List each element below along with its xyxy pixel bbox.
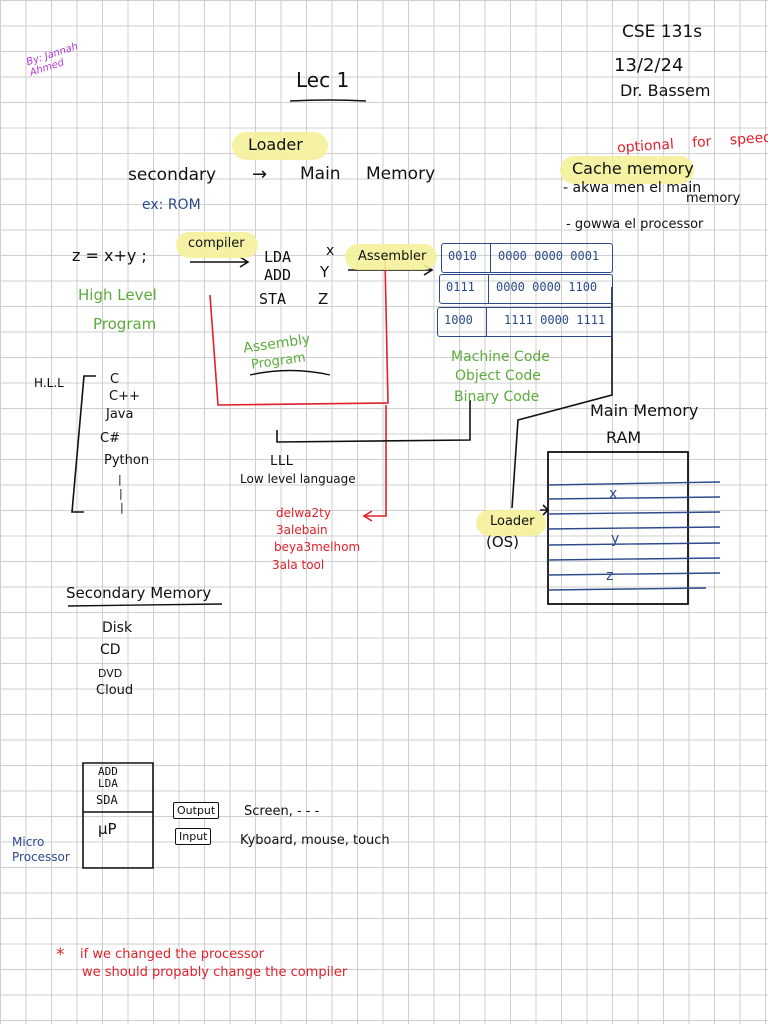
hll-item-cpp: C++: [109, 389, 140, 404]
machine-address: 0000 0000 1100: [496, 280, 598, 294]
cache-bullet-1-cont: memory: [686, 191, 741, 206]
asm-operand-1: x: [326, 243, 335, 259]
machine-address: 1111 0000 1111: [504, 313, 606, 327]
mp-instruction-1: ADD: [98, 765, 118, 778]
asm-line-2: ADD: [264, 266, 292, 284]
author-signature: By: Jannah Ahmed: [25, 41, 80, 79]
mp-symbol: μP: [98, 820, 117, 838]
asm-line-3: STA: [259, 290, 287, 308]
page-title: Lec 1: [296, 68, 350, 92]
ram-cell-x: x: [609, 486, 618, 502]
red-note-4: 3ala tool: [272, 558, 325, 572]
compiler-highlight: [176, 232, 258, 258]
machine-address: 0000 0000 0001: [498, 249, 600, 263]
output-description: Screen, - - -: [244, 804, 320, 819]
hll-item-more-1: |: [118, 473, 122, 486]
lll-full: Low level language: [240, 472, 356, 486]
hll-item-c: C: [110, 372, 120, 387]
arrow-right-icon: →: [252, 164, 268, 185]
ram-cell-y: y: [611, 531, 620, 547]
course-code: CSE 131s: [622, 22, 703, 42]
machine-code-row-2: 0111 0000 0000 1100: [439, 274, 613, 304]
machine-opcode: 1000: [444, 313, 473, 327]
machine-opcode: 0010: [448, 249, 477, 263]
cache-highlight: [560, 156, 694, 184]
machine-opcode: 0111: [446, 280, 475, 294]
mp-instruction-2: LDA: [98, 777, 118, 790]
lll-label: LLL: [270, 454, 294, 469]
red-note-1: delwa2ty: [276, 506, 331, 520]
loader-os-label: Loader: [490, 514, 535, 529]
assembler-highlight: [345, 244, 437, 270]
cache-bullet-1: - akwa men el main: [563, 180, 702, 196]
micro-label: Micro: [12, 835, 45, 849]
hll-item-python: Python: [104, 453, 150, 468]
cache-bullet-2: - gowwa el processor: [566, 217, 704, 232]
ram-label: RAM: [606, 428, 642, 447]
red-note-3: beya3melhom: [274, 540, 361, 554]
hll-statement: z = x+y ;: [72, 246, 147, 265]
cache-memory-title: Cache memory: [572, 159, 694, 178]
compiler-label: compiler: [188, 236, 245, 251]
machine-code-row-3: 1000 1111 0000 1111: [437, 307, 613, 337]
hll-item-more-2: |: [119, 487, 123, 500]
program-caption: Program: [93, 315, 157, 333]
hll-list-label: H.L.L: [34, 376, 64, 390]
main-memory-label: Main Memory: [300, 164, 436, 184]
output-box: Output: [173, 802, 220, 819]
secondary-item-disk: Disk: [102, 620, 133, 636]
secondary-item-dvd: DVD: [98, 667, 123, 680]
machine-code-row-1: 0010 0000 0000 0001: [441, 243, 613, 273]
rom-example: ex: ROM: [142, 197, 201, 213]
loader-os-sub: (OS): [486, 533, 520, 551]
secondary-label: secondary: [128, 165, 217, 185]
processor-label: Processor: [12, 850, 70, 864]
asm-line-1: LDA: [264, 248, 292, 266]
mp-instruction-3: SDA: [96, 793, 118, 807]
main-memory-title: Main Memory: [590, 401, 699, 420]
cache-optional-note: optional for speed: [616, 129, 768, 157]
secondary-memory-title: Secondary Memory: [66, 584, 212, 602]
hll-item-java: Java: [106, 407, 134, 422]
input-box: Input: [175, 828, 212, 845]
footnote-line-1: if we changed the processor: [80, 947, 265, 962]
machine-code-caption: Machine Code: [451, 349, 550, 365]
high-level-caption: High Level: [78, 286, 157, 304]
assembler-label: Assembler: [358, 249, 427, 264]
secondary-item-cd: CD: [100, 642, 121, 658]
ram-cell-z: z: [606, 568, 614, 584]
hll-item-csharp: C#: [100, 431, 120, 446]
red-note-2: 3alebain: [276, 523, 328, 537]
footnote-star: *: [56, 945, 65, 965]
input-description: Kyboard, mouse, touch: [240, 833, 390, 848]
secondary-item-cloud: Cloud: [96, 683, 134, 698]
loader-os-highlight: [476, 510, 546, 536]
footnote-line-2: we should propably change the compiler: [82, 965, 348, 980]
hll-item-more-3: |: [120, 501, 124, 514]
asm-operand-2: y: [320, 263, 330, 281]
object-code-caption: Object Code: [455, 368, 541, 384]
asm-operand-3: z: [318, 290, 329, 308]
loader-label: Loader: [248, 135, 303, 154]
instructor: Dr. Bassem: [620, 81, 711, 100]
lecture-date: 13/2/24: [614, 55, 684, 76]
loader-highlight: [232, 132, 328, 160]
binary-code-caption: Binary Code: [454, 389, 540, 405]
